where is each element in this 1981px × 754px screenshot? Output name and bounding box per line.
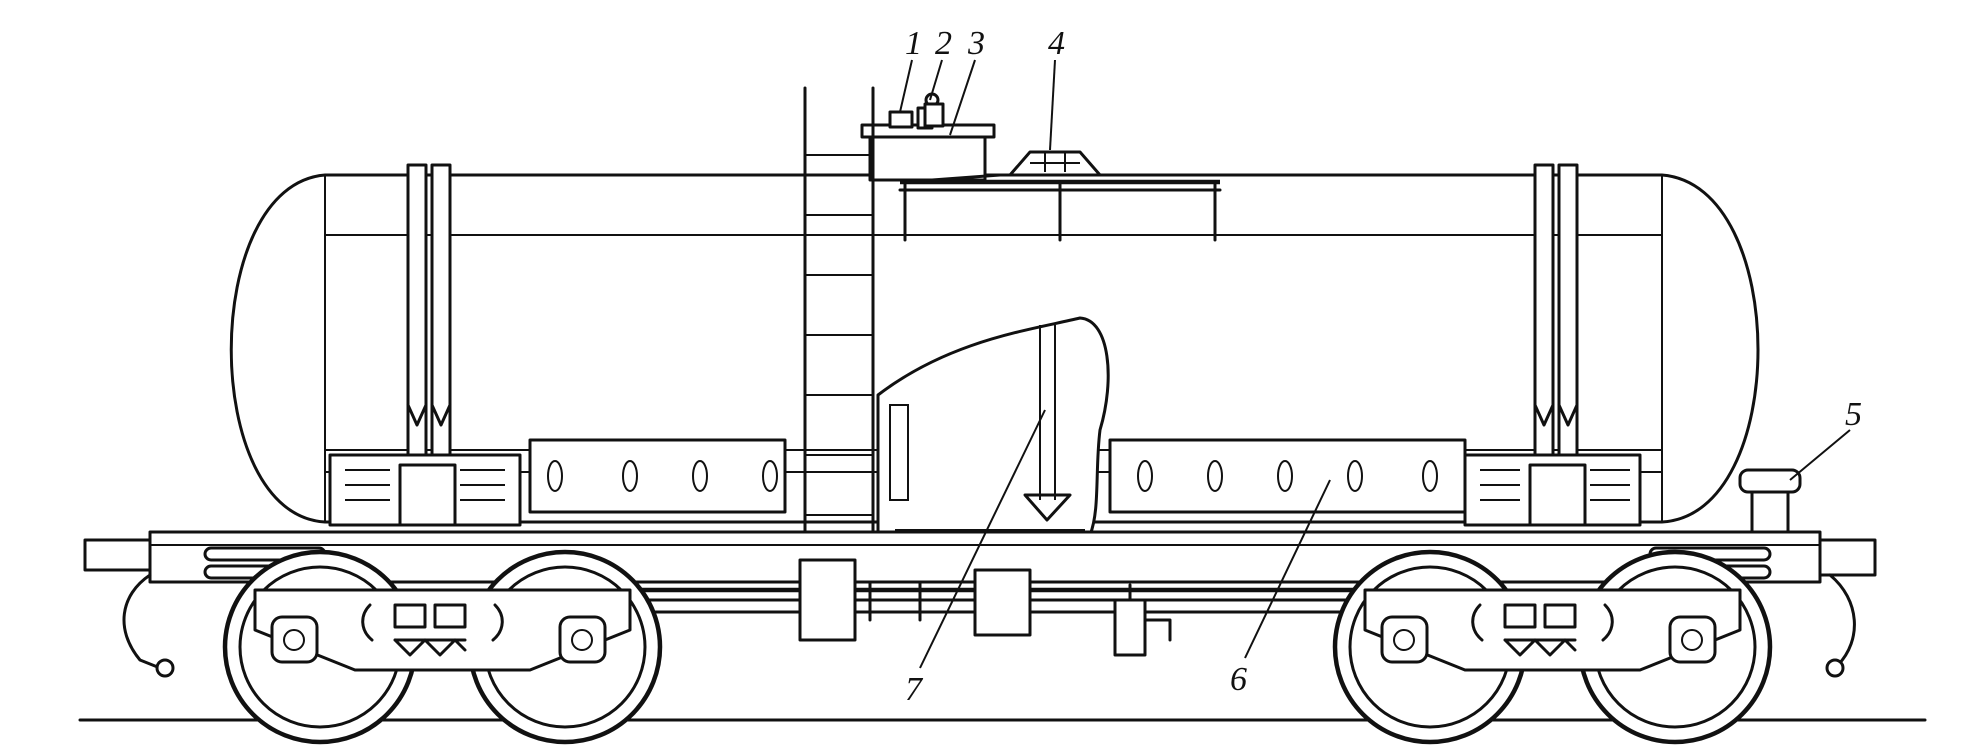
perforated-sill-left xyxy=(528,438,787,514)
bogie-right xyxy=(1332,549,1773,745)
saddle-support-right xyxy=(1463,453,1642,527)
bottom-equipment xyxy=(798,558,1172,657)
side-ladder xyxy=(803,86,875,562)
callout-label-4: 4 xyxy=(1048,25,1065,62)
dome-hatch xyxy=(860,92,996,182)
top-handrail xyxy=(898,173,1222,242)
callout-label-3: 3 xyxy=(967,25,985,62)
callout-label-2: 2 xyxy=(935,25,952,62)
cutaway-section xyxy=(876,316,1110,542)
callout-label-1: 1 xyxy=(905,25,922,62)
bogie-left xyxy=(222,549,663,745)
coupler-left xyxy=(83,538,175,678)
perforated-sill-right xyxy=(1108,438,1467,514)
saddle-support-left xyxy=(328,453,522,527)
leader-lines xyxy=(899,59,1851,669)
safety-valve xyxy=(1008,150,1102,177)
tank-strap-right xyxy=(1533,163,1579,507)
callout-label-5: 5 xyxy=(1845,396,1862,433)
callout-label-6: 6 xyxy=(1230,661,1247,698)
coupler-right xyxy=(1818,538,1877,678)
fitting-5 xyxy=(1738,468,1802,534)
callout-label-7: 7 xyxy=(905,671,924,708)
